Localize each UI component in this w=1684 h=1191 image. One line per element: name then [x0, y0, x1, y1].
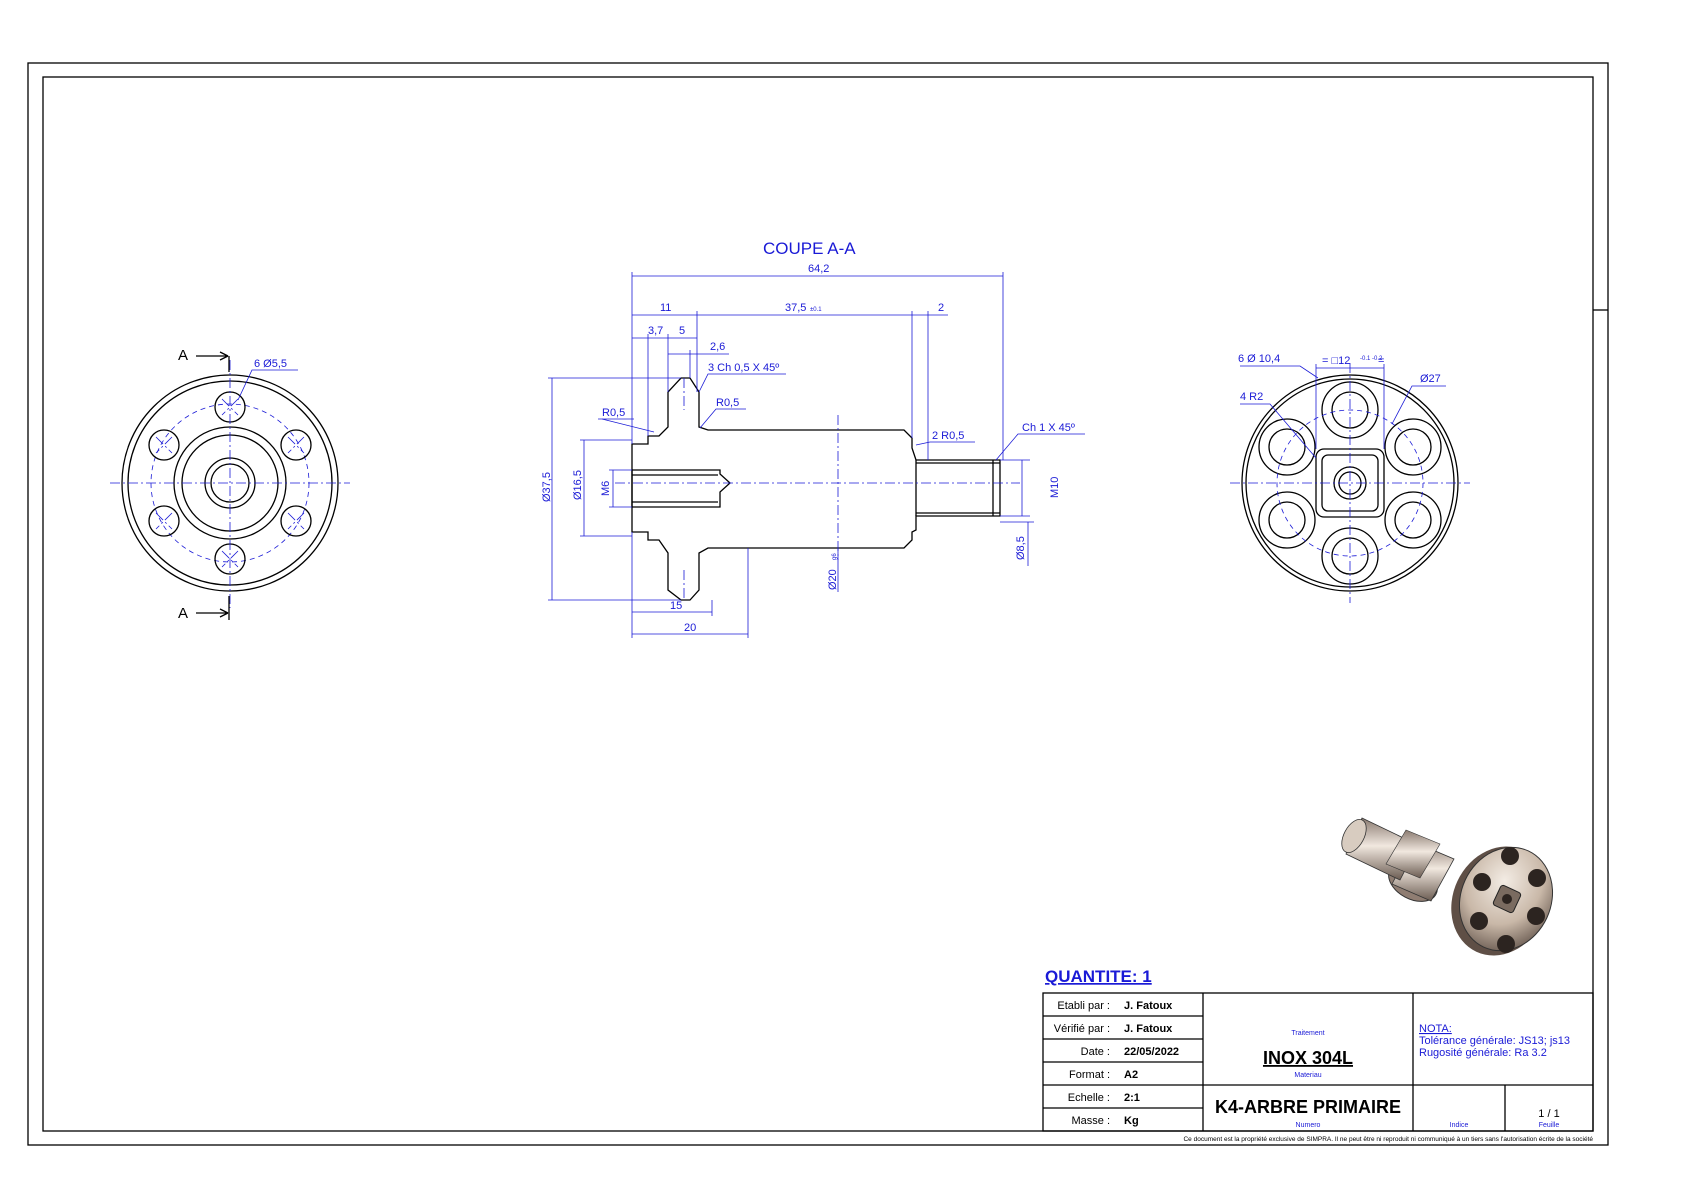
tb-verifie-label: Vérifié par :: [1054, 1023, 1110, 1035]
tb-etabli-label: Etabli par :: [1057, 1000, 1110, 1012]
tb-masse-value: Kg: [1124, 1115, 1139, 1127]
hatched-body: [631, 377, 1001, 601]
right-bolt-holes: [1258, 381, 1442, 585]
dim-chamfer-1: Ch 1 X 45º: [1022, 422, 1075, 434]
dim-15: 15: [670, 600, 682, 612]
dim-chamfer-3: 3 Ch 0,5 X 45º: [708, 362, 779, 374]
tb-format-label: Format :: [1069, 1069, 1110, 1081]
dim-right-r2: 4 R2: [1240, 391, 1263, 403]
tb-date-label: Date :: [1081, 1046, 1110, 1058]
left-view: A A 6 Ø5,5: [110, 347, 350, 622]
dim-2r05: 2 R0,5: [932, 430, 964, 442]
tb-traitement-label: Traitement: [1291, 1030, 1324, 1037]
dim-2-6: 2,6: [710, 341, 725, 353]
section-marker-top: A: [178, 347, 188, 364]
internal-bore: [631, 469, 731, 508]
tb-feuille-label: Feuille: [1539, 1122, 1560, 1129]
dim-phi-20: Ø20: [827, 569, 839, 590]
dim-2: 2: [938, 302, 944, 314]
tb-materiau-label: Materiau: [1294, 1072, 1321, 1079]
dim-m6: M6: [600, 481, 612, 496]
dim-phi-20-tol: g6: [832, 553, 838, 560]
dim-phi-16-5: Ø16,5: [572, 470, 584, 500]
tb-date-value: 22/05/2022: [1124, 1046, 1179, 1058]
tb-feuille-value: 1 / 1: [1538, 1108, 1559, 1120]
dim-64-2: 64,2: [808, 263, 829, 275]
dim-r05-mid: R0,5: [716, 397, 739, 409]
tb-nota-line2: Rugosité générale: Ra 3.2: [1419, 1047, 1547, 1059]
dim-3-7: 3,7: [648, 325, 663, 337]
tb-numero-value: K4-ARBRE PRIMAIRE: [1215, 1097, 1401, 1117]
tb-echelle-label: Echelle :: [1068, 1092, 1110, 1104]
section-marker-bottom: A: [178, 605, 188, 622]
dim-5: 5: [679, 325, 685, 337]
outer-border: [27, 62, 1609, 1146]
dim-r05-left: R0,5: [602, 407, 625, 419]
tb-masse-label: Masse :: [1071, 1115, 1110, 1127]
dim-11: 11: [660, 302, 671, 314]
dim-right-holes: 6 Ø 10,4: [1238, 353, 1280, 365]
isometric-part-render: [1341, 817, 1554, 956]
inner-border: [42, 76, 1594, 1132]
tb-indice-label: Indice: [1450, 1122, 1469, 1129]
tb-etabli-value: J. Fatoux: [1124, 1000, 1173, 1012]
section-view: COUPE A-A 64,2 11 37,5 ±0.1 2 3,: [541, 239, 1085, 638]
right-view: 6 Ø 10,4 = □12 -0.1 -0.2 = Ø27 4 R2: [1230, 353, 1470, 603]
tb-materiau-value: INOX 304L: [1263, 1048, 1353, 1068]
dim-right-square-tol: -0.1 -0.2: [1360, 356, 1383, 362]
tb-nota-title: NOTA:: [1419, 1023, 1452, 1035]
title-block: Etabli par : J. Fatoux Vérifié par : J. …: [1042, 992, 1594, 1132]
tb-echelle-value: 2:1: [1124, 1092, 1140, 1104]
quantity-label: QUANTITE: 1: [1045, 967, 1152, 986]
section-title: COUPE A-A: [763, 239, 856, 258]
dim-left-holes: 6 Ø5,5: [254, 358, 287, 370]
tb-verifie-value: J. Fatoux: [1124, 1023, 1173, 1035]
dim-37-5: 37,5: [785, 302, 806, 314]
tb-format-value: A2: [1124, 1069, 1138, 1081]
dim-phi-8-5: Ø8,5: [1015, 536, 1027, 560]
dim-right-square: = □12: [1322, 355, 1350, 367]
dim-phi-37-5: Ø37,5: [541, 472, 553, 502]
dim-right-square-end: =: [1378, 355, 1384, 367]
tb-numero-label: Numero: [1296, 1122, 1321, 1129]
dim-m10: M10: [1049, 477, 1061, 498]
dim-right-phi27: Ø27: [1420, 373, 1441, 385]
dim-37-5-tol: ±0.1: [810, 307, 822, 313]
footer-notice: Ce document est la propriété exclusive d…: [1183, 1136, 1593, 1143]
tb-nota-line1: Tolérance générale: JS13; js13: [1419, 1035, 1570, 1047]
dim-20: 20: [684, 622, 696, 634]
